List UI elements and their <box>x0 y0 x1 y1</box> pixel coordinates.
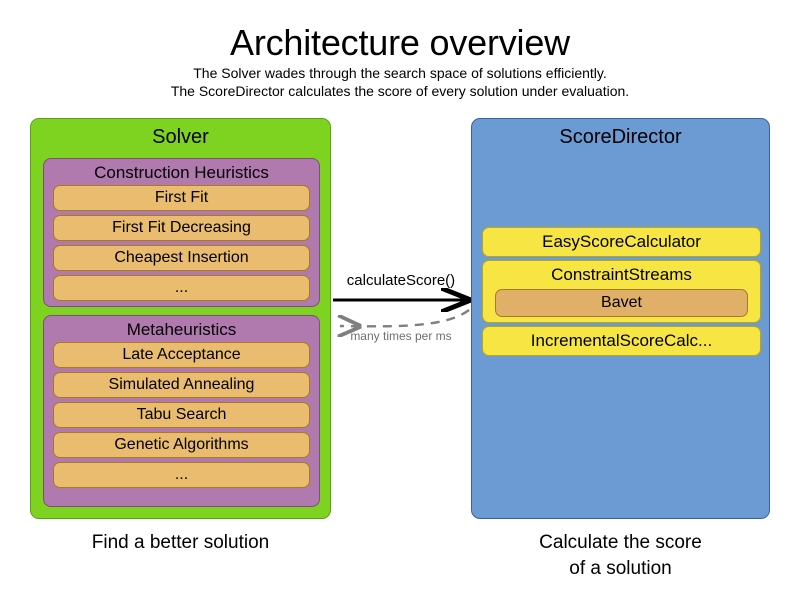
construction-heuristics-list: First Fit First Fit Decreasing Cheapest … <box>44 185 319 307</box>
incremental-score-calculator-item[interactable]: IncrementalScoreCalc... <box>482 326 761 356</box>
metaheuristics-group: Metaheuristics Late Acceptance Simulated… <box>43 315 320 507</box>
list-item[interactable]: Cheapest Insertion <box>53 245 310 271</box>
list-item[interactable]: Late Acceptance <box>53 342 310 368</box>
constraint-streams-item[interactable]: ConstraintStreams Bavet <box>482 260 761 323</box>
construction-heuristics-title: Construction Heuristics <box>94 163 269 182</box>
many-times-per-ms-arrow <box>340 309 470 326</box>
calculator-label: EasyScoreCalculator <box>542 232 701 251</box>
score-director-panel-title: ScoreDirector <box>559 126 682 148</box>
list-item[interactable]: First Fit Decreasing <box>53 215 310 241</box>
bavet-item[interactable]: Bavet <box>495 289 748 317</box>
calculator-label: IncrementalScoreCalc... <box>530 331 713 350</box>
calculator-list: EasyScoreCalculator ConstraintStreams Ba… <box>482 227 761 359</box>
construction-heuristics-group: Construction Heuristics First Fit First … <box>43 158 320 307</box>
solver-panel-title: Solver <box>152 126 209 148</box>
easy-score-calculator-item[interactable]: EasyScoreCalculator <box>482 227 761 257</box>
constraint-streams-nested-wrap: Bavet <box>483 289 760 322</box>
score-director-caption: Calculate the score of a solution <box>471 530 770 582</box>
page-title: Architecture overview <box>230 22 570 63</box>
many-times-per-ms-label: many times per ms <box>350 329 452 343</box>
list-item[interactable]: ... <box>53 275 310 301</box>
list-item[interactable]: First Fit <box>53 185 310 211</box>
score-director-caption-line-2: of a solution <box>569 558 672 579</box>
list-item[interactable]: Genetic Algorithms <box>53 432 310 458</box>
score-director-panel: ScoreDirector EasyScoreCalculator Constr… <box>471 118 770 519</box>
list-item[interactable]: Tabu Search <box>53 402 310 428</box>
metaheuristics-title: Metaheuristics <box>126 320 237 339</box>
calculator-label: ConstraintStreams <box>551 265 692 284</box>
score-director-caption-line-1: Calculate the score <box>539 532 702 553</box>
list-item[interactable]: Simulated Annealing <box>53 372 310 398</box>
subtitle-line-1: The Solver wades through the search spac… <box>193 65 607 81</box>
metaheuristics-list: Late Acceptance Simulated Annealing Tabu… <box>44 342 319 494</box>
subtitle-line-2: The ScoreDirector calculates the score o… <box>170 83 630 99</box>
solver-panel: Solver Construction Heuristics First Fit… <box>30 118 331 519</box>
solver-caption: Find a better solution <box>91 532 270 553</box>
list-item[interactable]: ... <box>53 462 310 488</box>
calculate-score-label: calculateScore() <box>346 272 456 289</box>
diagram-header: Architecture overview The Solver wades t… <box>0 22 800 100</box>
